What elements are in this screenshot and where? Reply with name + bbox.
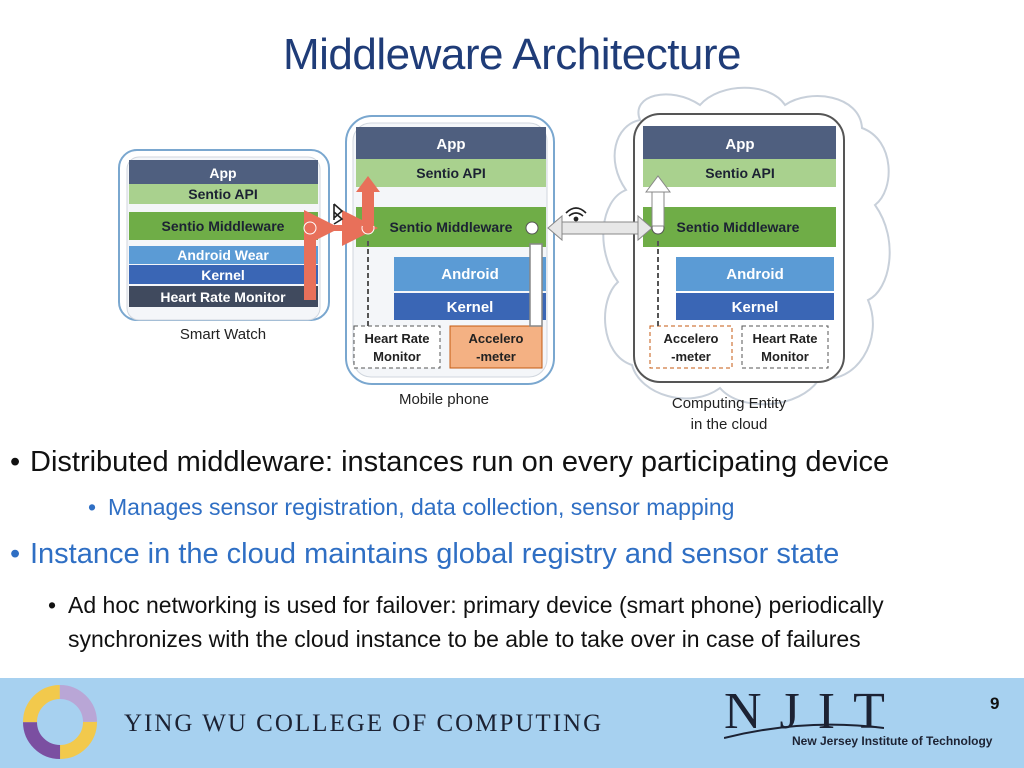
phone-caption: Mobile phone	[399, 391, 489, 408]
college-name: YING WU COLLEGE OF COMPUTING	[124, 710, 604, 737]
college-logo-icon	[23, 685, 97, 759]
bullet-marker: •	[10, 446, 21, 478]
bullet-1-text: Distributed middleware: instances run on…	[30, 446, 890, 478]
watch-hrm-label: Heart Rate Monitor	[160, 289, 286, 305]
phone-sensor-accel-line2: -meter	[476, 349, 516, 364]
bullet-4: • Ad hoc networking is used for failover:…	[48, 588, 1018, 656]
page-number: 9	[990, 694, 1000, 713]
phone-app-label: App	[436, 136, 465, 153]
phone-sensor-hrm	[353, 325, 441, 369]
watch-app-label: App	[209, 165, 236, 181]
phone-kernel-layer	[394, 293, 546, 320]
watch-caption: Smart Watch	[180, 326, 266, 343]
smart-watch-device: App Sentio API Sentio Middleware Android…	[118, 149, 330, 343]
cloud-kernel-label: Kernel	[732, 299, 779, 316]
cloud-device: App Sentio API Sentio Middleware Android…	[633, 113, 845, 433]
cloud-api-layer	[643, 159, 836, 187]
cloud-sensor-accel	[649, 325, 733, 369]
architecture-diagram: App Sentio API Sentio Middleware Android…	[118, 86, 891, 433]
cloud-middleware-layer	[643, 207, 836, 247]
phone-sensor-accel	[449, 325, 543, 369]
watch-middleware-layer	[129, 212, 318, 240]
phone-kernel-label: Kernel	[447, 299, 494, 316]
bullet-3: • Instance in the cloud maintains global …	[10, 538, 839, 571]
watch-phone-connector	[303, 176, 543, 327]
phone-api-label: Sentio API	[416, 165, 486, 181]
watch-android-wear-label: Android Wear	[177, 247, 269, 263]
watch-hrm-layer	[129, 286, 318, 307]
bullet-2: • Manages sensor registration, data colle…	[88, 494, 734, 521]
bullet-marker: •	[88, 494, 97, 520]
cloud-app-label: App	[725, 136, 754, 153]
watch-middleware-label: Sentio Middleware	[162, 218, 285, 234]
cloud-kernel-layer	[676, 293, 834, 320]
watch-kernel-label: Kernel	[201, 267, 245, 283]
njit-logo: NJIT	[724, 683, 903, 740]
cloud-sensor-accel-line1: Accelero	[664, 331, 719, 346]
phone-sensor-hrm-line2: Monitor	[373, 349, 421, 364]
bluetooth-icon	[333, 203, 344, 225]
wifi-icon	[565, 207, 587, 222]
njit-subtitle: New Jersey Institute of Technology	[792, 734, 993, 748]
cloud-api-label: Sentio API	[705, 165, 775, 181]
phone-app-layer	[356, 127, 546, 159]
bullet-2-text: Manages sensor registration, data collec…	[108, 494, 735, 520]
phone-middleware-label: Sentio Middleware	[390, 219, 513, 235]
watch-android-wear-layer	[129, 246, 318, 264]
cloud-sensor-hrm-line1: Heart Rate	[752, 331, 817, 346]
mobile-phone-device: App Sentio API Sentio Middleware Android…	[345, 115, 555, 408]
phone-android-label: Android	[441, 266, 499, 283]
watch-kernel-layer	[129, 265, 318, 284]
slide-title: Middleware Architecture	[282, 30, 742, 79]
watch-api-layer	[129, 184, 318, 204]
cloud-android-layer	[676, 257, 834, 291]
phone-api-layer	[356, 159, 546, 187]
cloud-middleware-label: Sentio Middleware	[677, 219, 800, 235]
footer-bar: YING WU COLLEGE OF COMPUTING NJIT New Je…	[0, 678, 1024, 768]
phone-sensor-accel-line1: Accelero	[469, 331, 524, 346]
watch-app-layer	[129, 160, 318, 184]
cloud-app-layer	[643, 126, 836, 159]
cloud-caption-line2: in the cloud	[691, 416, 768, 433]
cloud-sensor-hrm-line2: Monitor	[761, 349, 809, 364]
cloud-caption-line1: Computing Entity	[672, 395, 787, 412]
cloud-sensor-hrm	[741, 325, 829, 369]
njit-swoosh-icon	[724, 723, 884, 739]
bullet-1: • Distributed middleware: instances run o…	[10, 446, 889, 479]
phone-middleware-layer	[356, 207, 546, 247]
bullet-marker: •	[48, 592, 57, 618]
bullet-marker: •	[10, 538, 21, 570]
phone-cloud-connector	[525, 175, 671, 326]
bullet-3-text: Instance in the cloud maintains global r…	[30, 538, 840, 570]
phone-android-layer	[394, 257, 546, 291]
watch-api-label: Sentio API	[188, 186, 258, 202]
bullet-4-text: Ad hoc networking is used for failover: …	[68, 592, 884, 652]
phone-sensor-hrm-line1: Heart Rate	[364, 331, 429, 346]
cloud-sensor-accel-line2: -meter	[671, 349, 711, 364]
cloud-android-label: Android	[726, 266, 784, 283]
